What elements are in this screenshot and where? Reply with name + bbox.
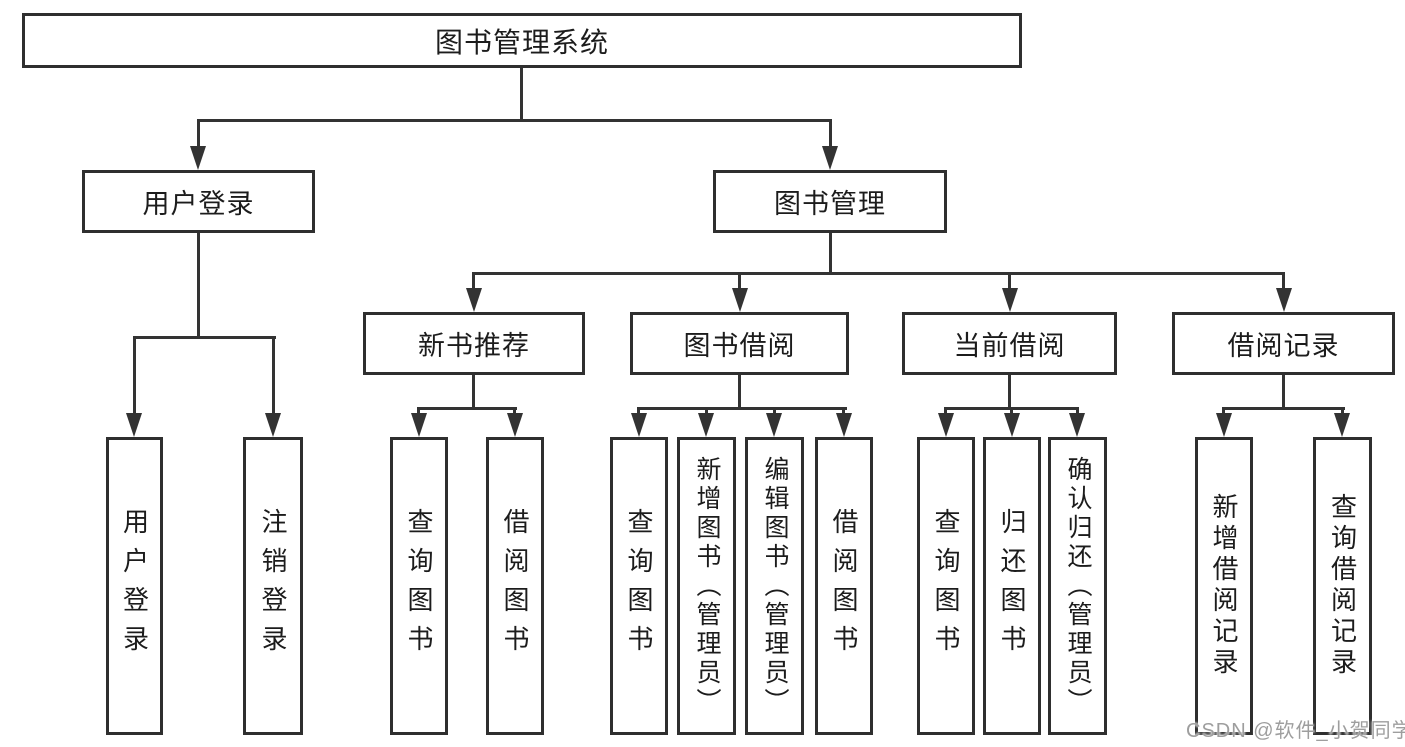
leaf-confirm-return-admin: 确认归还（管理员） xyxy=(1048,437,1107,735)
leaf-search-books-3: 查询图书 xyxy=(917,437,975,735)
connector-drop xyxy=(1010,407,1013,417)
connector-drop xyxy=(944,407,947,417)
arrow-down-icon xyxy=(1276,288,1292,312)
arrow-down-icon xyxy=(466,288,482,312)
connector-current-borrowing-stem xyxy=(1008,375,1011,410)
connector-drop xyxy=(513,407,516,417)
connector-drop xyxy=(842,407,845,417)
arrow-down-icon xyxy=(1004,413,1020,437)
leaf-add-borrow-record: 新增借阅记录 xyxy=(1195,437,1253,735)
connector-drop-leaf-logout xyxy=(272,336,275,416)
arrow-down-icon xyxy=(631,413,647,437)
connector-drop-new-book xyxy=(472,272,475,292)
connector-book-management-rail xyxy=(472,272,1285,275)
connector-user-login-rail xyxy=(133,336,276,339)
connector-drop xyxy=(417,407,420,417)
node-new-book-recommendation: 新书推荐 xyxy=(363,312,585,375)
connector-drop-leaf-user-login xyxy=(133,336,136,416)
arrow-down-icon xyxy=(190,146,206,170)
connector-book-management-stem xyxy=(829,233,832,275)
leaf-user-login: 用户登录 xyxy=(106,437,163,735)
node-library-management-system: 图书管理系统 xyxy=(22,13,1022,68)
connector-new-book-stem xyxy=(472,375,475,410)
arrow-down-icon xyxy=(1216,413,1232,437)
arrow-down-icon xyxy=(411,413,427,437)
leaf-add-books-admin: 新增图书（管理员） xyxy=(677,437,736,735)
connector-drop-user-login xyxy=(197,119,200,149)
arrow-down-icon xyxy=(938,413,954,437)
connector-user-login-stem xyxy=(197,233,200,339)
connector-book-borrowing-stem xyxy=(738,375,741,410)
node-current-borrowing: 当前借阅 xyxy=(902,312,1117,375)
node-book-management: 图书管理 xyxy=(713,170,947,233)
connector-book-borrowing-rail xyxy=(637,407,847,410)
csdn-watermark: CSDN @软件_小贺同学 xyxy=(1186,720,1405,742)
arrow-down-icon xyxy=(698,413,714,437)
connector-root-rail xyxy=(197,119,832,122)
leaf-search-borrow-record: 查询借阅记录 xyxy=(1313,437,1372,735)
node-book-borrowing: 图书借阅 xyxy=(630,312,849,375)
arrow-down-icon xyxy=(126,413,142,437)
arrow-down-icon xyxy=(822,146,838,170)
leaf-return-books: 归还图书 xyxy=(983,437,1041,735)
node-user-login: 用户登录 xyxy=(82,170,315,233)
connector-borrowing-records-stem xyxy=(1282,375,1285,410)
arrow-down-icon xyxy=(1002,288,1018,312)
leaf-search-books-1: 查询图书 xyxy=(390,437,448,735)
connector-new-book-rail xyxy=(417,407,517,410)
arrow-down-icon xyxy=(1069,413,1085,437)
leaf-logout: 注销登录 xyxy=(243,437,303,735)
arrow-down-icon xyxy=(265,413,281,437)
connector-drop xyxy=(773,407,776,417)
connector-drop xyxy=(1076,407,1079,417)
leaf-search-books-2: 查询图书 xyxy=(610,437,668,735)
arrow-down-icon xyxy=(766,413,782,437)
connector-drop-book-borrowing xyxy=(738,272,741,292)
connector-drop-borrowing-records xyxy=(1282,272,1285,292)
node-borrowing-records: 借阅记录 xyxy=(1172,312,1395,375)
arrow-down-icon xyxy=(836,413,852,437)
leaf-borrow-books-2: 借阅图书 xyxy=(815,437,873,735)
connector-drop xyxy=(1341,407,1344,417)
connector-borrowing-records-rail xyxy=(1222,407,1345,410)
connector-drop-book-management xyxy=(829,119,832,149)
connector-drop xyxy=(1222,407,1225,417)
arrow-down-icon xyxy=(507,413,523,437)
leaf-borrow-books-1: 借阅图书 xyxy=(486,437,544,735)
leaf-edit-books-admin: 编辑图书（管理员） xyxy=(745,437,804,735)
connector-drop xyxy=(637,407,640,417)
arrow-down-icon xyxy=(732,288,748,312)
connector-drop xyxy=(705,407,708,417)
connector-root-stem xyxy=(520,68,523,121)
connector-drop-current-borrowing xyxy=(1008,272,1011,292)
arrow-down-icon xyxy=(1334,413,1350,437)
